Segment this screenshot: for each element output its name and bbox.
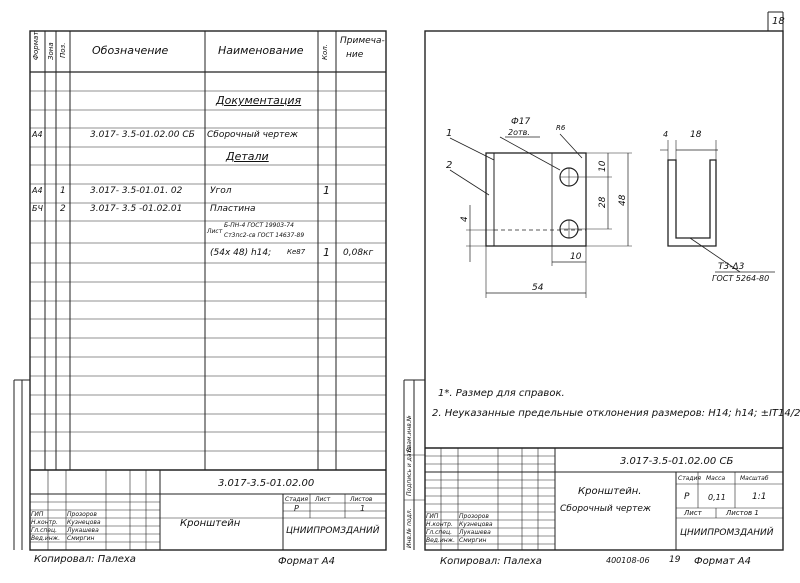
sheets-label: Листов [350,496,373,503]
dim-48: 48 [618,194,628,206]
weld-mark: Т3-Δ3 [718,262,745,272]
side-label-sign: Подпись и дата [406,446,413,496]
person: Прозоров [67,511,97,518]
side-label-replace: Взам.инв.№ [406,415,413,452]
row-designation: 3.017- 3.5 -01.02.01 [90,204,183,214]
mass-label: Масса [706,475,726,482]
scale-value: 1:1 [752,492,767,502]
material-line1: Б-ПН-4 ГОСТ 19903-74 [224,222,294,229]
title-code: 3.017-3.5-01.02.00 СБ [620,456,734,467]
person: Смиргин [459,537,487,544]
material-line2: Ст3пс2-св ГОСТ 14637-89 [224,232,305,239]
stage-value: Р [684,492,690,502]
role: ГИП [31,511,44,518]
person: Смиргин [67,535,95,542]
col-header-format: Формат [32,31,40,60]
person: Кузнецова [67,519,101,526]
role: ГИП [426,513,439,520]
row-pos: 1 [60,186,66,196]
row-format: А4 [32,186,43,195]
pos-label-2: 2 [446,160,453,171]
footer-format: Формат А4 [694,556,751,567]
col-header-note-1: Примеча- [340,36,385,46]
dim-4: 4 [460,216,470,222]
role: Вед.инж. [426,537,455,544]
material-mass: 0,08кг [343,248,374,258]
material-prefix: Лист [207,228,223,235]
mass-value: 0,11 [708,493,726,502]
role: Гл.спец. [426,529,452,536]
row-pos: 2 [60,204,66,214]
title-org: ЦНИИПРОМЗДАНИЙ [680,528,774,538]
person: Кузнецова [459,521,493,528]
stage-label: Стадия [678,475,702,482]
sheet-label: Лист [315,496,331,503]
col-header-note-2: ние [346,50,364,60]
section-documentation: Документация [216,94,302,107]
sheets-label: Листов 1 [726,509,759,517]
person: Прозоров [459,513,489,520]
role: Н.контр. [426,521,453,528]
footer-copied: Копировал: Палеха [440,556,542,567]
row-name: Угол [210,186,232,196]
dim-4-side: 4 [663,130,669,139]
note-1: 1*. Размер для справок. [438,388,565,399]
dim-18: 18 [690,130,702,140]
dim-10-top: 10 [598,160,608,172]
row-designation: 3.017- 3.5-01.01. 02 [90,186,183,196]
pos-label-1: 1 [446,128,453,139]
weld-standard: ГОСТ 5264-80 [712,274,770,283]
side-label-inv: Инв.№ подл. [406,508,413,549]
page-number: 18 [772,16,785,27]
title-code: 3.017-3.5-01.02.00 [218,478,315,489]
footer-code: 400108-06 [606,556,650,565]
role: Н.контр. [31,519,58,526]
footer-copied: Копировал: Палеха [34,554,136,565]
row-qty: 1 [323,184,330,197]
col-header-pos: Поз. [59,42,67,59]
title-org: ЦНИИПРОМЗДАНИЙ [286,526,380,536]
sheet-value: 1 [360,504,366,513]
title-name-1: Кронштейн. [578,486,642,497]
sheet-label: Лист [684,509,702,517]
title-name: Кронштейн [180,518,241,529]
row-name: Сборочный чертеж [207,130,299,140]
role: Вед.инж. [31,535,60,542]
row-name: Пластина [210,204,256,214]
section-details: Детали [226,150,269,163]
dim-10-bottom: 10 [570,252,582,262]
col-header-name: Наименование [218,44,304,57]
note-2: 2. Неуказанные предельные отклонения раз… [432,408,800,419]
row-designation: 3.017- 3.5-01.02.00 СБ [90,130,195,140]
row-format: А4 [32,130,43,139]
dim-hole-dia: Ф17 [511,117,531,127]
dim-radius: R6 [556,124,566,132]
material-qty: 1 [323,246,330,259]
material-size: (54х 48) h14; [210,248,272,258]
col-header-zone: Зона [47,42,55,60]
role: Гл.спец. [31,527,57,534]
material-grade: Ке87 [287,248,306,256]
stage-value: Р [294,504,299,513]
title-name-2: Сборочный чертеж [560,504,652,514]
row-format: БЧ [32,204,43,213]
stage-label: Стадия [285,496,309,503]
col-header-designation: Обозначение [92,44,169,57]
dim-54: 54 [532,283,544,293]
col-header-qty: Кол. [321,44,329,60]
footer-page: 19 [669,555,681,565]
person: Лукашева [459,529,491,536]
person: Лукашева [67,527,99,534]
scale-label: Масштаб [740,475,769,482]
footer-format: Формат А4 [278,556,335,567]
dim-28: 28 [598,196,608,208]
dim-hole-count: 2отв. [508,128,530,137]
